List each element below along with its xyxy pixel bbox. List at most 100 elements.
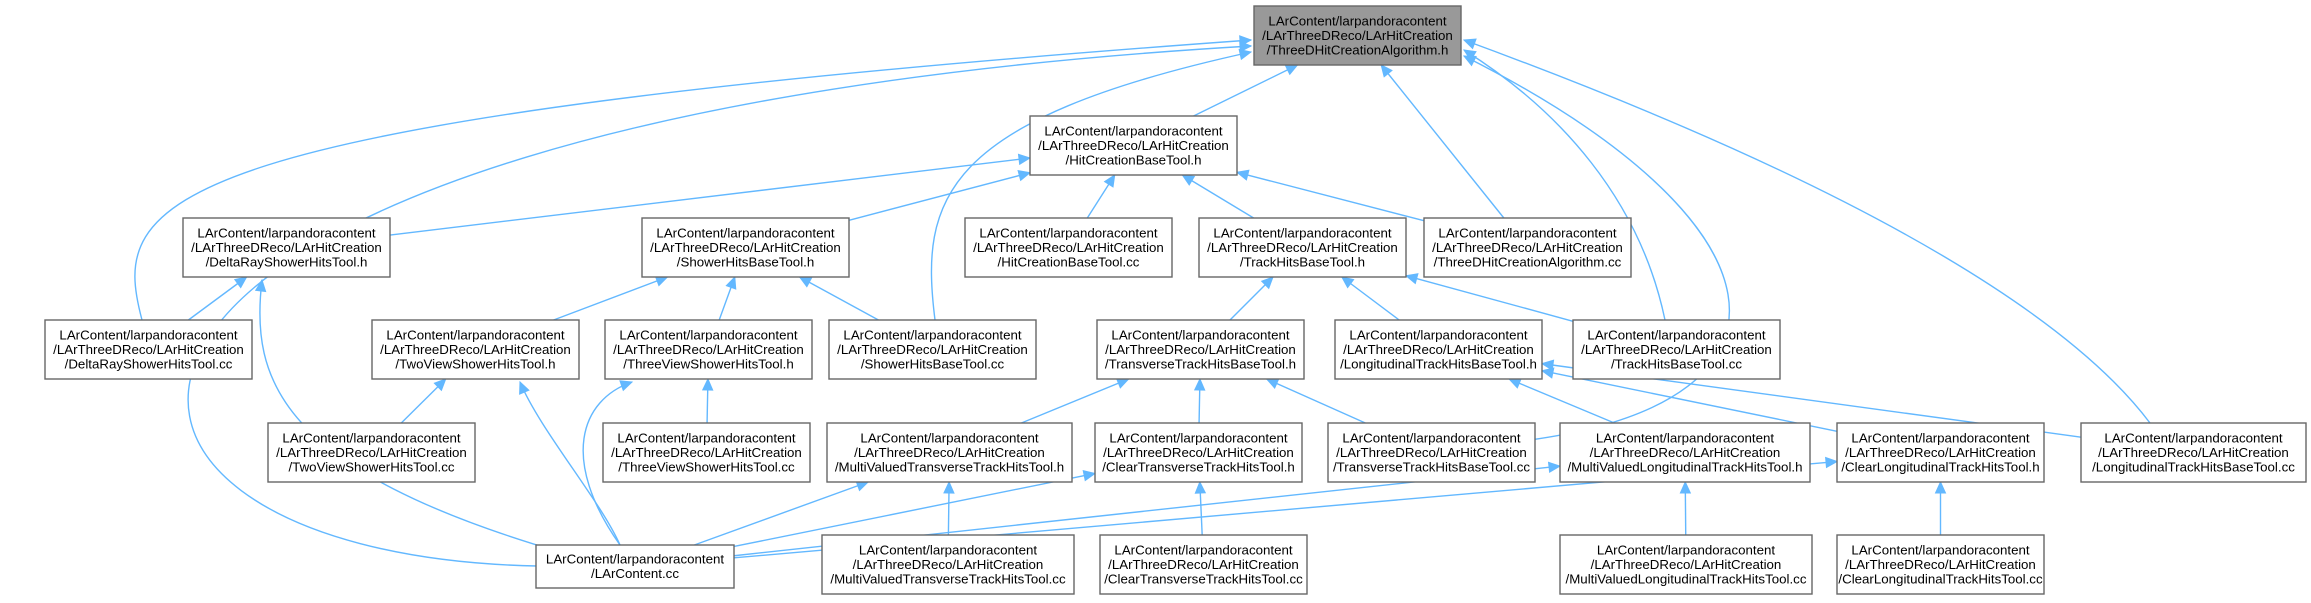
- node-mvltht-h[interactable]: LArContent/larpandoracontent/LArThreeDRe…: [1559, 422, 1811, 483]
- node-box[interactable]: [1423, 217, 1632, 278]
- node-box[interactable]: [1198, 217, 1407, 278]
- edge-line: [1182, 174, 1254, 219]
- node-hcbt-h[interactable]: LArContent/larpandoracontent/LArThreeDRe…: [1029, 115, 1238, 176]
- node-label-line: LArContent/larpandoracontent: [1114, 542, 1292, 557]
- node-box[interactable]: [604, 319, 813, 380]
- node-box[interactable]: [1836, 534, 2045, 595]
- node-box[interactable]: [1559, 422, 1811, 483]
- node-label-line: LArContent/larpandoracontent: [617, 430, 795, 445]
- edge-line: [519, 381, 621, 546]
- node-lthbt-h[interactable]: LArContent/larpandoracontent/LArThreeDRe…: [1334, 319, 1543, 380]
- node-label-line: /ClearTransverseTrackHitsTool.h: [1102, 459, 1295, 474]
- edge-thvsht_cc-to-thvsht_h: [701, 377, 714, 424]
- node-label-line: /ThreeViewShowerHitsTool.h: [623, 356, 793, 371]
- node-thvsht-h[interactable]: LArContent/larpandoracontent/LArThreeDRe…: [604, 319, 813, 380]
- node-box[interactable]: [1094, 422, 1303, 483]
- node-mvttht-h[interactable]: LArContent/larpandoracontent/LArThreeDRe…: [826, 422, 1073, 483]
- node-thbt-h[interactable]: LArContent/larpandoracontent/LArThreeDRe…: [1198, 217, 1407, 278]
- edge-mvttht_h-to-tthbt_h: [1021, 378, 1130, 424]
- node-label-line: /TrackHitsBaseTool.cc: [1611, 356, 1742, 371]
- node-thbt-cc[interactable]: LArContent/larpandoracontent/LArThreeDRe…: [1572, 319, 1781, 380]
- edge-line: [1541, 370, 1838, 432]
- node-label-line: LArContent/larpandoracontent: [1438, 225, 1616, 240]
- node-box[interactable]: [535, 544, 735, 589]
- node-label-line: /ThreeViewShowerHitsTool.cc: [618, 459, 795, 474]
- node-box[interactable]: [1253, 5, 1462, 66]
- node-label-line: /LArThreeDReco/LArHitCreation: [1038, 138, 1229, 153]
- node-label-line: /ThreeDHitCreationAlgorithm.h: [1267, 42, 1449, 57]
- node-cltht-h[interactable]: LArContent/larpandoracontent/LArThreeDRe…: [1836, 422, 2045, 483]
- node-hcbt-cc[interactable]: LArContent/larpandoracontent/LArThreeDRe…: [964, 217, 1173, 278]
- node-label-line: /LArThreeDReco/LArHitCreation: [837, 342, 1028, 357]
- node-label-line: /LArThreeDReco/LArHitCreation: [973, 240, 1164, 255]
- node-label-line: /LArThreeDReco/LArHitCreation: [1845, 445, 2036, 460]
- node-box[interactable]: [1099, 534, 1308, 595]
- node-label-line: LArContent/larpandoracontent: [386, 327, 564, 342]
- node-box[interactable]: [1029, 115, 1238, 176]
- edge-arrowhead: [1825, 456, 1839, 469]
- node-label-line: /ClearLongitudinalTrackHitsTool.cc: [1838, 571, 2043, 586]
- edge-arrowhead: [1462, 38, 1477, 50]
- node-tthbt-h[interactable]: LArContent/larpandoracontent/LArThreeDRe…: [1096, 319, 1305, 380]
- node-box[interactable]: [826, 422, 1073, 483]
- node-box[interactable]: [371, 319, 580, 380]
- node-thvsht-cc[interactable]: LArContent/larpandoracontent/LArThreeDRe…: [602, 422, 811, 483]
- node-tvsht-h[interactable]: LArContent/larpandoracontent/LArThreeDRe…: [371, 319, 580, 380]
- nodes-layer: LArContent/larpandoracontent/LArThreeDRe…: [44, 5, 2307, 595]
- node-cttht-cc[interactable]: LArContent/larpandoracontent/LArThreeDRe…: [1099, 534, 1308, 595]
- node-tvsht-cc[interactable]: LArContent/larpandoracontent/LArThreeDRe…: [267, 422, 476, 483]
- edge-line: [1463, 39, 2151, 424]
- node-tdhca-cc[interactable]: LArContent/larpandoracontent/LArThreeDRe…: [1423, 217, 1632, 278]
- node-tthbt-cc[interactable]: LArContent/larpandoracontent/LArThreeDRe…: [1327, 422, 1536, 483]
- node-box[interactable]: [2080, 422, 2307, 483]
- node-box[interactable]: [1096, 319, 1305, 380]
- node-larcontent-cc[interactable]: LArContent/larpandoracontent/LArContent.…: [535, 544, 735, 589]
- edge-arrowhead: [1260, 276, 1274, 290]
- edge-arrowhead: [1017, 153, 1032, 166]
- edge-shbt_cc-to-root: [930, 48, 1253, 321]
- node-box[interactable]: [1327, 422, 1536, 483]
- edge-arrowhead: [798, 276, 813, 288]
- node-cltht-cc[interactable]: LArContent/larpandoracontent/LArThreeDRe…: [1836, 534, 2045, 595]
- node-drsht-cc[interactable]: LArContent/larpandoracontent/LArThreeDRe…: [44, 319, 253, 380]
- node-label-line: /LArThreeDReco/LArHitCreation: [1590, 445, 1781, 460]
- node-label-line: /LArThreeDReco/LArHitCreation: [1103, 445, 1294, 460]
- node-box[interactable]: [821, 534, 1075, 595]
- node-box[interactable]: [641, 217, 850, 278]
- node-box[interactable]: [964, 217, 1173, 278]
- node-cttht-h[interactable]: LArContent/larpandoracontent/LArThreeDRe…: [1094, 422, 1303, 483]
- node-box[interactable]: [1836, 422, 2045, 483]
- node-box[interactable]: [44, 319, 253, 380]
- node-lthbt-cc[interactable]: LArContent/larpandoracontent/LArThreeDRe…: [2080, 422, 2307, 483]
- edge-thbt_h-to-hcbt_h: [1181, 174, 1254, 219]
- node-label-line: LArContent/larpandoracontent: [979, 225, 1157, 240]
- node-box[interactable]: [182, 217, 391, 278]
- node-box[interactable]: [1334, 319, 1543, 380]
- node-mvttht-cc[interactable]: LArContent/larpandoracontent/LArThreeDRe…: [821, 534, 1075, 595]
- edge-shbt_h-to-hcbt_h: [848, 170, 1032, 221]
- node-label-line: /DeltaRayShowerHitsTool.h: [206, 254, 368, 269]
- node-label-line: LArContent/larpandoracontent: [1213, 225, 1391, 240]
- node-label-line: LArContent/larpandoracontent: [197, 225, 375, 240]
- node-box[interactable]: [602, 422, 811, 483]
- edge-arrowhead: [433, 378, 447, 392]
- node-drsht-h[interactable]: LArContent/larpandoracontent/LArThreeDRe…: [182, 217, 391, 278]
- edge-line: [848, 172, 1031, 221]
- edge-mvltht_cc-to-mvltht_h: [1679, 480, 1692, 536]
- node-shbt-cc[interactable]: LArContent/larpandoracontent/LArThreeDRe…: [828, 319, 1037, 380]
- node-label-line: LArContent/larpandoracontent: [1597, 542, 1775, 557]
- node-box[interactable]: [1572, 319, 1781, 380]
- node-shbt-h[interactable]: LArContent/larpandoracontent/LArThreeDRe…: [641, 217, 850, 278]
- edge-arrowhead: [1462, 55, 1477, 67]
- edge-arrowhead: [701, 377, 714, 391]
- node-box[interactable]: [267, 422, 476, 483]
- node-root[interactable]: LArContent/larpandoracontent/LArThreeDRe…: [1253, 5, 1462, 66]
- edge-arrowhead: [1404, 273, 1419, 285]
- node-mvltht-cc[interactable]: LArContent/larpandoracontent/LArThreeDRe…: [1559, 534, 1813, 595]
- edge-cltht_cc-to-cltht_h: [1934, 480, 1947, 535]
- edge-arrowhead: [1265, 378, 1280, 389]
- edge-arrowhead: [1540, 359, 1555, 371]
- node-label-line: /LArThreeDReco/LArHitCreation: [853, 557, 1044, 572]
- node-box[interactable]: [828, 319, 1037, 380]
- node-box[interactable]: [1559, 534, 1813, 595]
